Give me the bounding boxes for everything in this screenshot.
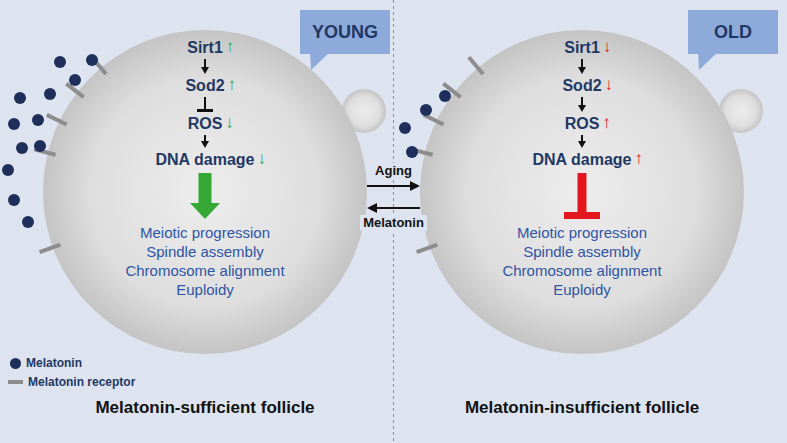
follicle-cell [420, 30, 744, 354]
connector [577, 173, 586, 212]
pathway-step: ROS↓ [188, 114, 223, 133]
melatonin-receptor [469, 57, 483, 74]
melatonin-dot [22, 216, 34, 228]
melatonin-dot [8, 194, 20, 206]
legend-item: Melatonin [8, 356, 82, 370]
callout-pointer [698, 52, 718, 70]
legend-bar [8, 380, 23, 384]
edge-label: Melatonin [360, 215, 427, 231]
step-label: DNA damage [533, 150, 632, 169]
outcome-list: Meiotic progressionSpindle assemblyChrom… [125, 223, 284, 299]
pathway-step: Sirt1↑ [187, 38, 223, 57]
follicle-circle: Melatonin-sufficient follicleSirt1↑Sod2↑… [43, 30, 367, 354]
step-label: Sod2 [562, 76, 601, 95]
connector [204, 135, 206, 141]
callout-label: OLD [714, 22, 752, 43]
melatonin-dot [69, 74, 81, 86]
outcome-item: Meiotic progression [502, 223, 661, 242]
trend-arrow: ↑ [226, 37, 235, 56]
melatonin-dot [44, 88, 56, 100]
melatonin-receptor [424, 115, 444, 125]
follicle-heading: Melatonin-insufficient follicle [465, 398, 699, 418]
edge-label: Aging [372, 163, 415, 179]
pathway-step: Sirt1↓ [564, 38, 600, 57]
outcome-item: Spindle assembly [502, 242, 661, 261]
melatonin-dot [420, 104, 432, 116]
legend-item: Melatonin receptor [8, 375, 135, 389]
trend-arrow: ↓ [257, 149, 266, 168]
melatonin-receptor [417, 245, 438, 253]
callout-label: YOUNG [312, 22, 378, 43]
step-label: ROS [565, 114, 600, 133]
melatonin-receptor [40, 245, 61, 253]
connector [198, 173, 211, 203]
connector [581, 59, 583, 67]
melatonin-dot [34, 140, 46, 152]
step-label: Sirt1 [564, 38, 600, 57]
legend-label: Melatonin receptor [28, 375, 135, 389]
legend-dot [10, 358, 21, 369]
melatonin-dot [14, 92, 26, 104]
connector [204, 59, 206, 67]
callout-box: OLD [688, 10, 778, 54]
trend-arrow: ↑ [602, 113, 611, 132]
melatonin-dot [406, 146, 418, 158]
melatonin-dot [399, 122, 411, 134]
outcome-item: Euploidy [502, 280, 661, 299]
melatonin-dot [86, 54, 98, 66]
follicle-heading: Melatonin-sufficient follicle [95, 398, 314, 418]
follicle-circle: Melatonin-insufficient follicleSirt1↓Sod… [420, 30, 744, 354]
melatonin-figures [2, 54, 483, 252]
outcome-item: Chromosome alignment [502, 261, 661, 280]
outcome-item: Euploidy [125, 280, 284, 299]
melatonin-dot [54, 56, 66, 68]
pathway-step: Sod2↑ [185, 76, 224, 95]
trend-arrow: ↑ [634, 149, 643, 168]
pathway-step: ROS↑ [565, 114, 600, 133]
callout-pointer [310, 52, 330, 70]
outcome-item: Spindle assembly [125, 242, 284, 261]
pathway-step: DNA damage↑ [533, 150, 632, 169]
trend-arrow: ↓ [225, 113, 234, 132]
follicle-cell [43, 30, 367, 354]
step-label: ROS [188, 114, 223, 133]
melatonin-dot [8, 118, 20, 130]
callout-box: YOUNG [300, 10, 390, 54]
step-label: Sirt1 [187, 38, 223, 57]
connector [581, 135, 583, 141]
melatonin-receptor [47, 115, 67, 125]
melatonin-dot [439, 90, 451, 102]
pathway-step: DNA damage↓ [156, 150, 255, 169]
outcome-list: Meiotic progressionSpindle assemblyChrom… [502, 223, 661, 299]
trend-arrow: ↑ [228, 75, 237, 94]
melatonin-dot [16, 142, 28, 154]
outcome-item: Meiotic progression [125, 223, 284, 242]
connector [581, 97, 583, 105]
melatonin-dot [2, 164, 14, 176]
connector [204, 97, 206, 109]
trend-arrow: ↓ [605, 75, 614, 94]
outcome-item: Chromosome alignment [125, 261, 284, 280]
connector [367, 185, 410, 187]
melatonin-dot [32, 114, 44, 126]
connector [377, 207, 420, 209]
legend-label: Melatonin [26, 356, 82, 370]
step-label: Sod2 [185, 76, 224, 95]
trend-arrow: ↓ [603, 37, 612, 56]
pathway-step: Sod2↓ [562, 76, 601, 95]
step-label: DNA damage [156, 150, 255, 169]
